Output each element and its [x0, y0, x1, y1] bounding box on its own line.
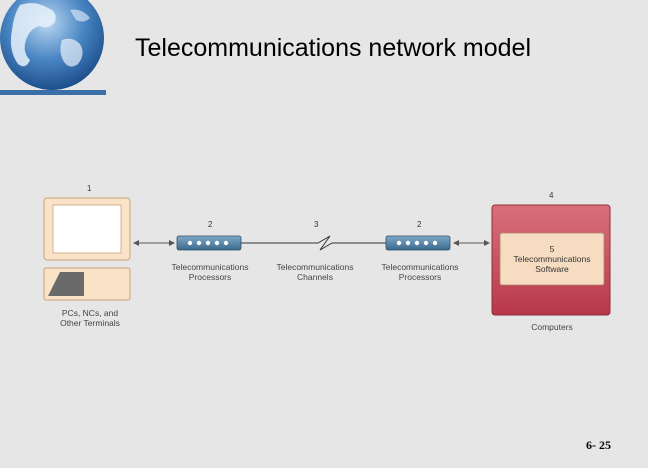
channel-link: [241, 235, 386, 251]
processor-left-label: Telecommunications Processors: [171, 262, 249, 282]
processor-right: [385, 235, 451, 251]
terminal-pc: [43, 197, 131, 301]
processor-right-label: Telecommunications Processors: [381, 262, 459, 282]
computer-number: 4: [549, 191, 554, 200]
processor-left-number: 2: [208, 220, 213, 229]
keyboard-icon: [48, 272, 84, 296]
globe-logo: [0, 0, 106, 95]
software-label: 5 Telecommunications Software: [513, 244, 591, 274]
channel-number: 3: [314, 220, 319, 229]
slide-number: 6- 25: [586, 438, 611, 452]
computer-host: [491, 204, 611, 316]
terminal-label: PCs, NCs, and Other Terminals: [60, 308, 120, 328]
processor-right-number: 2: [417, 220, 422, 229]
computer-label: Computers: [531, 322, 573, 332]
slide-title: Telecommunications network model: [135, 34, 532, 62]
terminal-number: 1: [87, 184, 92, 193]
processor-left: [176, 235, 242, 251]
channel-label: Telecommunications Channels: [276, 262, 354, 282]
